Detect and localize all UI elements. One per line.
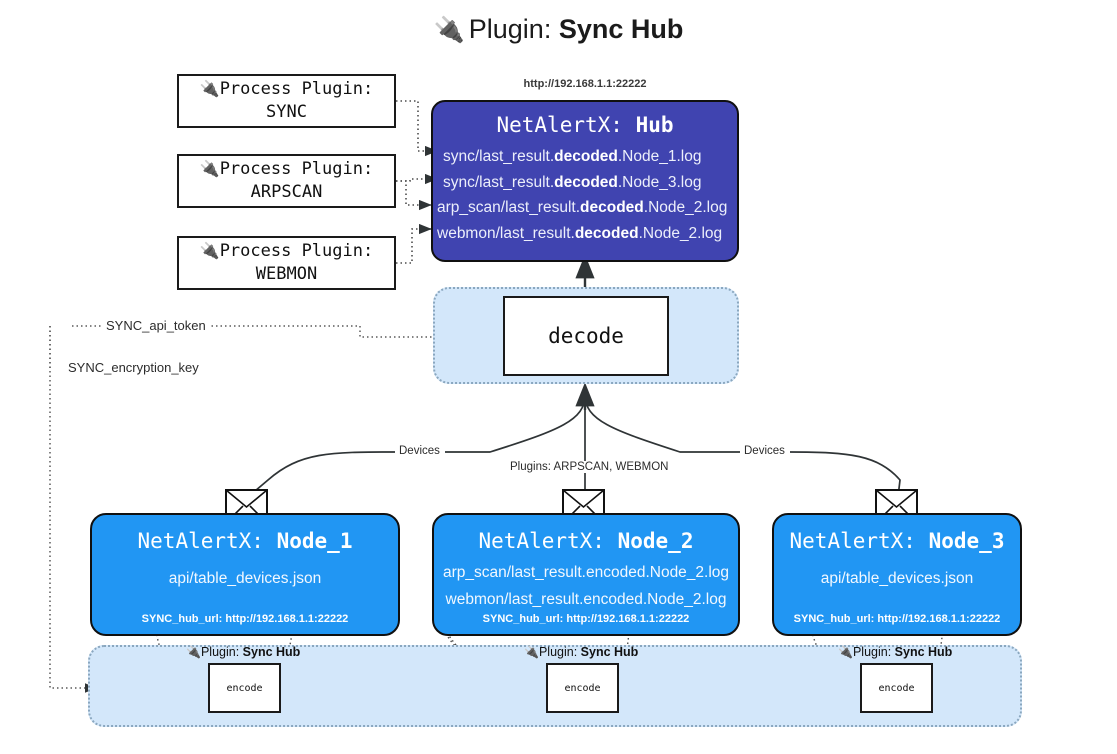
- edge-label-sync-api-token: SYNC_api_token: [103, 318, 209, 333]
- hub-box[interactable]: NetAlertX: Hub sync/last_result.decoded.…: [431, 100, 739, 262]
- process-plugin-sync[interactable]: 🔌Process Plugin: SYNC: [177, 74, 396, 128]
- node-line: api/table_devices.json: [820, 570, 974, 587]
- node-title-name: Node_1: [276, 529, 353, 553]
- process-plugin-label: Process Plugin:: [219, 79, 374, 100]
- plugin-tag-prefix: Plugin:: [852, 645, 892, 659]
- hub-title-name: Hub: [635, 113, 674, 137]
- process-plugin-label: Process Plugin:: [219, 241, 374, 262]
- process-plugin-name: SYNC: [266, 102, 307, 122]
- plug-icon: 🔌: [199, 79, 220, 99]
- encode-box-node-1[interactable]: encode: [208, 663, 281, 713]
- plug-icon: 🔌: [433, 16, 465, 44]
- hub-log-row: sync/last_result.decoded.Node_3.log: [443, 173, 702, 191]
- decode-box[interactable]: decode: [503, 296, 669, 376]
- process-plugin-arpscan[interactable]: 🔌Process Plugin: ARPSCAN: [177, 154, 396, 208]
- node-title-prefix: NetAlertX:: [789, 529, 916, 553]
- plugin-tag-name: Sync Hub: [580, 645, 639, 659]
- encode-box-node-3[interactable]: encode: [860, 663, 933, 713]
- edge-label-sync-encryption-key: SYNC_encryption_key: [65, 360, 202, 375]
- plug-icon: 🔌: [199, 159, 220, 179]
- node-title: NetAlertX: Node_2: [434, 529, 738, 553]
- plugin-tag-name: Sync Hub: [242, 645, 301, 659]
- process-plugin-webmon[interactable]: 🔌Process Plugin: WEBMON: [177, 236, 396, 290]
- hub-log-row: webmon/last_result.decoded.Node_2.log: [437, 225, 723, 243]
- edge-label-devices-left: Devices: [396, 445, 443, 457]
- plug-icon: 🔌: [186, 645, 201, 659]
- node-box-node-2[interactable]: NetAlertX: Node_2 arp_scan/last_result.e…: [432, 513, 740, 636]
- node-title-name: Node_3: [928, 529, 1005, 553]
- node-line: arp_scan/last_result.encoded.Node_2.log: [442, 564, 730, 581]
- node-line-list: api/table_devices.json: [92, 565, 398, 592]
- plugin-tag-node-3: 🔌Plugin: Sync Hub: [838, 645, 952, 659]
- edge-label-plugins-center: Plugins: ARPSCAN, WEBMON: [507, 461, 672, 473]
- page-title: 🔌Plugin: Sync Hub: [0, 14, 1117, 45]
- node-line: api/table_devices.json: [168, 570, 322, 587]
- plug-icon: 🔌: [199, 241, 220, 261]
- process-plugin-label: Process Plugin:: [219, 159, 374, 180]
- node-line-list: arp_scan/last_result.encoded.Node_2.log …: [434, 559, 738, 613]
- hub-title: NetAlertX: Hub: [433, 113, 737, 137]
- node-title-prefix: NetAlertX:: [478, 529, 605, 553]
- encode-box-node-2[interactable]: encode: [546, 663, 619, 713]
- node-hub-url: SYNC_hub_url: http://192.168.1.1:22222: [793, 613, 1001, 625]
- node-title-prefix: NetAlertX:: [137, 529, 264, 553]
- node-line-list: api/table_devices.json: [774, 565, 1020, 592]
- page-title-prefix: Plugin:: [468, 14, 552, 44]
- page-title-name: Sync Hub: [558, 14, 684, 44]
- hub-url-label: http://192.168.1.1:22222: [523, 78, 647, 90]
- plugin-tag-node-1: 🔌Plugin: Sync Hub: [186, 645, 300, 659]
- plugin-tag-name: Sync Hub: [894, 645, 953, 659]
- plugin-tag-node-2: 🔌Plugin: Sync Hub: [524, 645, 638, 659]
- node-box-node-3[interactable]: NetAlertX: Node_3 api/table_devices.json…: [772, 513, 1022, 636]
- plugin-tag-prefix: Plugin:: [200, 645, 240, 659]
- process-plugin-name: WEBMON: [255, 264, 318, 284]
- plug-icon: 🔌: [838, 645, 853, 659]
- node-title-name: Node_2: [617, 529, 694, 553]
- hub-title-prefix: NetAlertX:: [496, 113, 623, 137]
- hub-log-row: sync/last_result.decoded.Node_1.log: [443, 148, 702, 165]
- plug-icon: 🔌: [524, 645, 539, 659]
- node-hub-url: SYNC_hub_url: http://192.168.1.1:22222: [141, 613, 349, 625]
- node-hub-url: SYNC_hub_url: http://192.168.1.1:22222: [482, 613, 690, 625]
- node-box-node-1[interactable]: NetAlertX: Node_1 api/table_devices.json…: [90, 513, 400, 636]
- plugin-tag-prefix: Plugin:: [538, 645, 578, 659]
- edge-label-devices-right: Devices: [741, 445, 788, 457]
- node-line: webmon/last_result.encoded.Node_2.log: [445, 591, 727, 609]
- node-title: NetAlertX: Node_3: [774, 529, 1020, 553]
- hub-log-row: arp_scan/last_result.decoded.Node_2.log: [437, 199, 728, 217]
- process-plugin-name: ARPSCAN: [250, 182, 323, 202]
- node-title: NetAlertX: Node_1: [92, 529, 398, 553]
- hub-log-list: sync/last_result.decoded.Node_1.log sync…: [433, 144, 737, 247]
